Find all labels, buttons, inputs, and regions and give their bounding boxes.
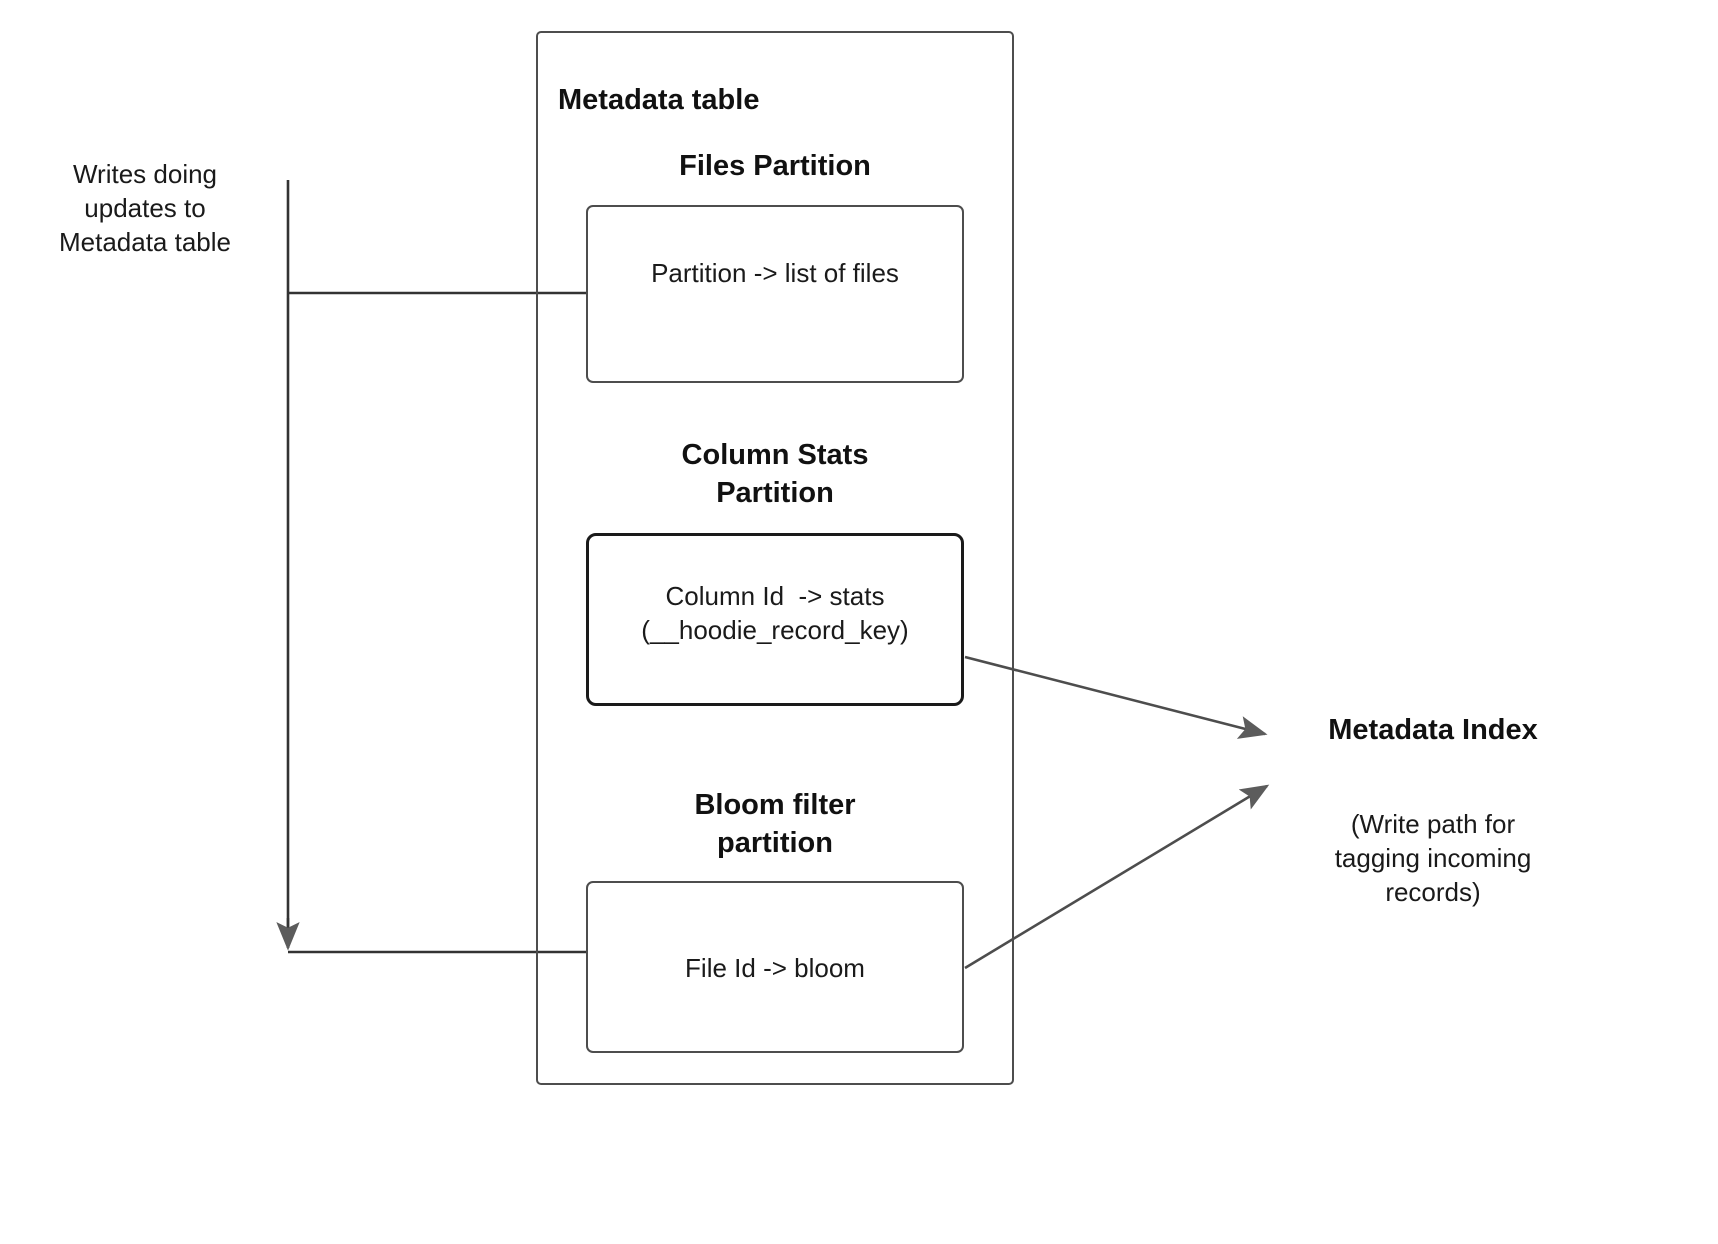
bloom-filter-partition-box-label: File Id -> bloom	[685, 953, 865, 983]
bloom-filter-partition-heading: Bloom filter partition	[694, 789, 856, 859]
files-partition-box	[586, 205, 964, 383]
bloom-filter-partition-box	[586, 881, 964, 1053]
writes-source-label: Writes doing updates to Metadata table	[58, 159, 231, 257]
column-stats-partition-box	[586, 533, 964, 706]
column-stats-partition-box-label: Column Id -> stats (__hoodie_record_key)	[641, 581, 909, 645]
metadata-index-note: (Write path for tagging incoming records…	[1334, 809, 1532, 907]
files-partition-box-label: Partition -> list of files	[651, 258, 899, 288]
column-stats-partition-heading: Column Stats Partition	[681, 439, 869, 509]
metadata-table-container	[536, 31, 1014, 1085]
files-partition-heading: Files Partition	[679, 150, 871, 182]
metadata-index-title: Metadata Index	[1328, 714, 1538, 746]
metadata-table-title: Metadata table	[558, 84, 760, 116]
